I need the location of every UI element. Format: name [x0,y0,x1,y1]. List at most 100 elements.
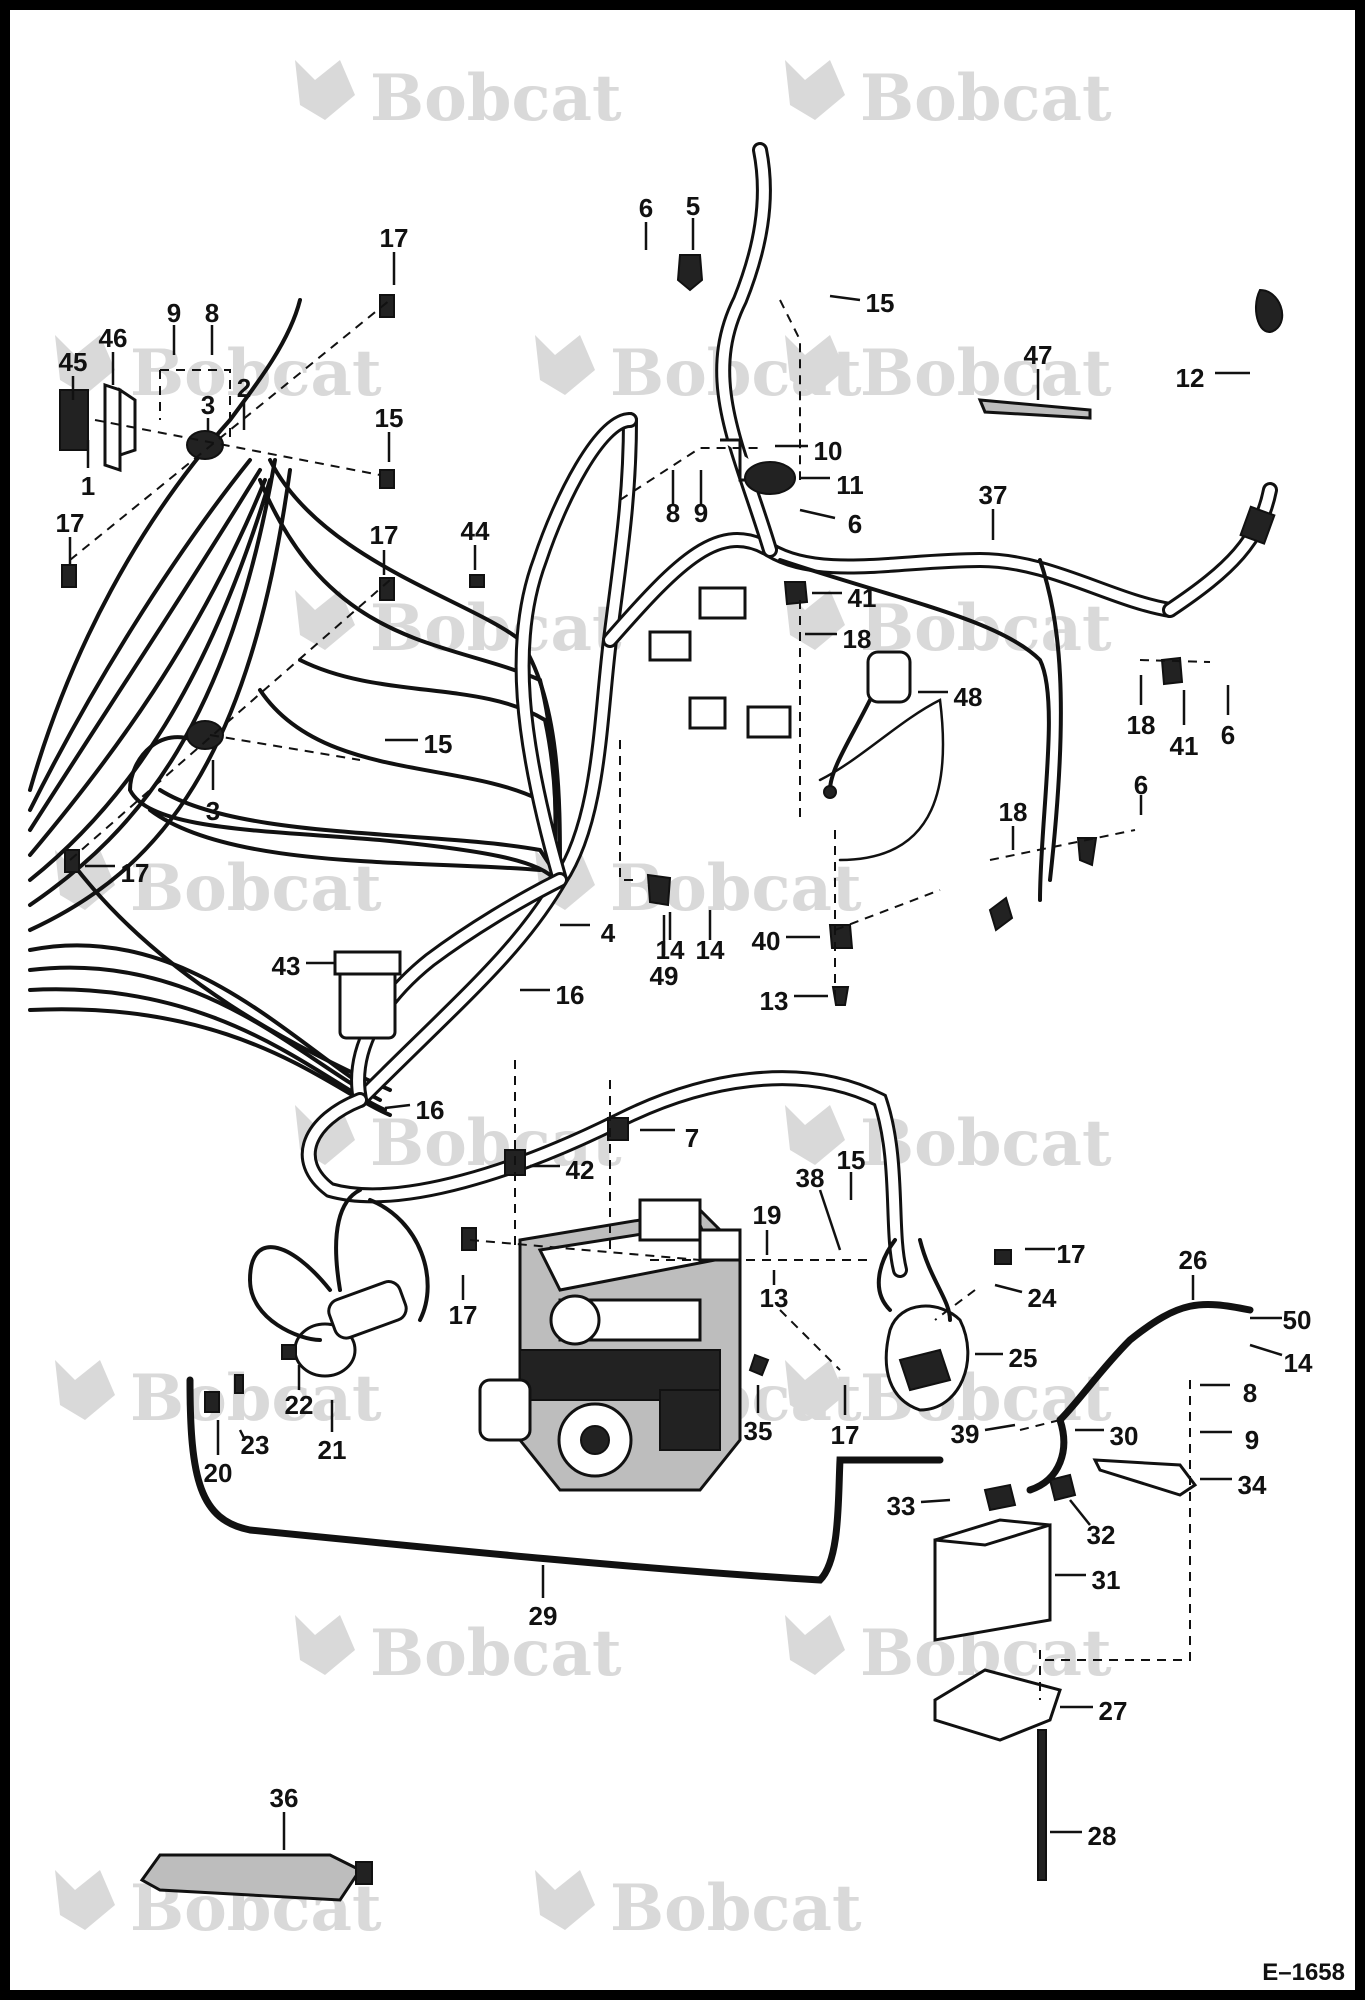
starter-21 [247,1188,430,1378]
relay-41-b [1160,656,1184,686]
callout: 36 [270,1783,298,1850]
callout: 8 [1200,1378,1257,1408]
callout: 50 [1250,1305,1311,1335]
bobcat-head-icon [55,1870,115,1930]
callout: 40 [752,926,820,956]
callout-number: 31 [1092,1565,1121,1595]
callout: 5 [686,191,700,250]
callout: 13 [760,986,828,1016]
connector-d [746,705,792,739]
connector-c [688,696,727,730]
callout: 6 [799,508,862,539]
callout-number: 34 [1238,1470,1267,1500]
callout: 3 [201,390,215,432]
callout-number: 17 [1057,1239,1086,1269]
callout-number: 27 [1099,1696,1128,1726]
callout: 18 [1127,675,1156,740]
callout: 15 [829,288,895,318]
tie-strap-47 [977,398,1092,420]
bobcat-head-icon [295,1615,355,1675]
callout: 17 [1057,1239,1086,1269]
bobcat-head-icon [785,1615,845,1675]
callout-number: 33 [887,1491,916,1521]
watermark: Bobcat [55,335,382,411]
callout: 38 [796,1163,842,1251]
callout-number: 29 [529,1601,558,1631]
callout-number: 17 [831,1420,860,1450]
callout: 26 [1179,1245,1207,1300]
watermark-text: Bobcat [370,61,622,136]
callout-number: 13 [760,986,789,1016]
bobcat-head-icon [785,1105,845,1165]
fuel-solenoid-43 [333,950,402,1040]
callout: 46 [99,323,128,385]
connector-a [698,586,747,620]
callout-number: 28 [1088,1821,1117,1851]
callout-number: 17 [1057,1239,1086,1269]
callout: 19 [753,1200,781,1255]
watermark: Bobcat [295,590,622,666]
callout-leader [984,1423,1016,1432]
watermark: Bobcat [785,1105,1112,1181]
callout-number: 47 [1024,340,1053,370]
watermark: Bobcat [785,60,1112,136]
callout-number: 15 [375,403,404,433]
callout-leader [1249,1343,1283,1357]
callout-number: 9 [167,298,181,328]
callout-number: 41 [848,583,877,613]
callout: 1 [81,440,95,501]
watermark-text: Bobcat [860,1106,1112,1181]
callout-number: 17 [449,1300,478,1330]
watermark: Bobcat [785,335,1112,411]
connector-b [648,630,692,662]
callout: 47 [1024,340,1053,400]
callout-number: 21 [318,1435,347,1465]
alternator-25 [876,1238,970,1412]
bobcat-head-icon [785,1360,845,1420]
callout-number: 46 [99,323,128,353]
engine-block [478,1198,742,1492]
callout: 22 [285,1365,313,1420]
callout-leader [829,294,861,302]
callout-number: 15 [866,288,895,318]
callout-number: 18 [1127,710,1156,740]
callout: 17 [56,508,84,565]
callout: 48 [918,682,982,712]
callout: 21 [318,1400,347,1465]
fuse-44 [469,574,485,588]
grommet-7 [607,1117,629,1141]
nut-22 [281,1344,297,1360]
callout-number: 6 [848,509,862,539]
bobcat-head-icon [295,60,355,120]
callout-number: 1 [81,471,95,501]
callout: 6 [1134,770,1148,815]
watermark: Bobcat [535,1870,862,1946]
callout: 7 [640,1123,699,1153]
callout: 17 [1025,1239,1085,1269]
callout: 17 [449,1275,478,1330]
callout-leader [994,1283,1023,1294]
clamp-32 [1048,1473,1077,1502]
callout: 23 [238,1429,269,1460]
callout: 43 [272,951,335,981]
watermark: Bobcat [295,1615,622,1691]
callout-number: 39 [951,1419,980,1449]
callout-leader [238,1429,247,1441]
wire-40 [818,698,945,862]
callout-number: 6 [1221,720,1235,750]
battery-cable-29 [186,1376,944,1584]
watermark-text: Bobcat [370,1616,622,1691]
callout: 32 [1069,1499,1115,1550]
watermark-text: Bobcat [860,336,1112,411]
callout: 29 [529,1565,558,1631]
callout-number: 40 [752,926,781,956]
callout: 12 [1176,363,1250,393]
callout-number: 8 [205,298,219,328]
callout: 11 [800,470,864,500]
watermark-text: Bobcat [370,591,622,666]
battery-cable-26 [1056,1300,1254,1424]
callout-leader [799,508,836,520]
callout: 10 [775,436,842,466]
